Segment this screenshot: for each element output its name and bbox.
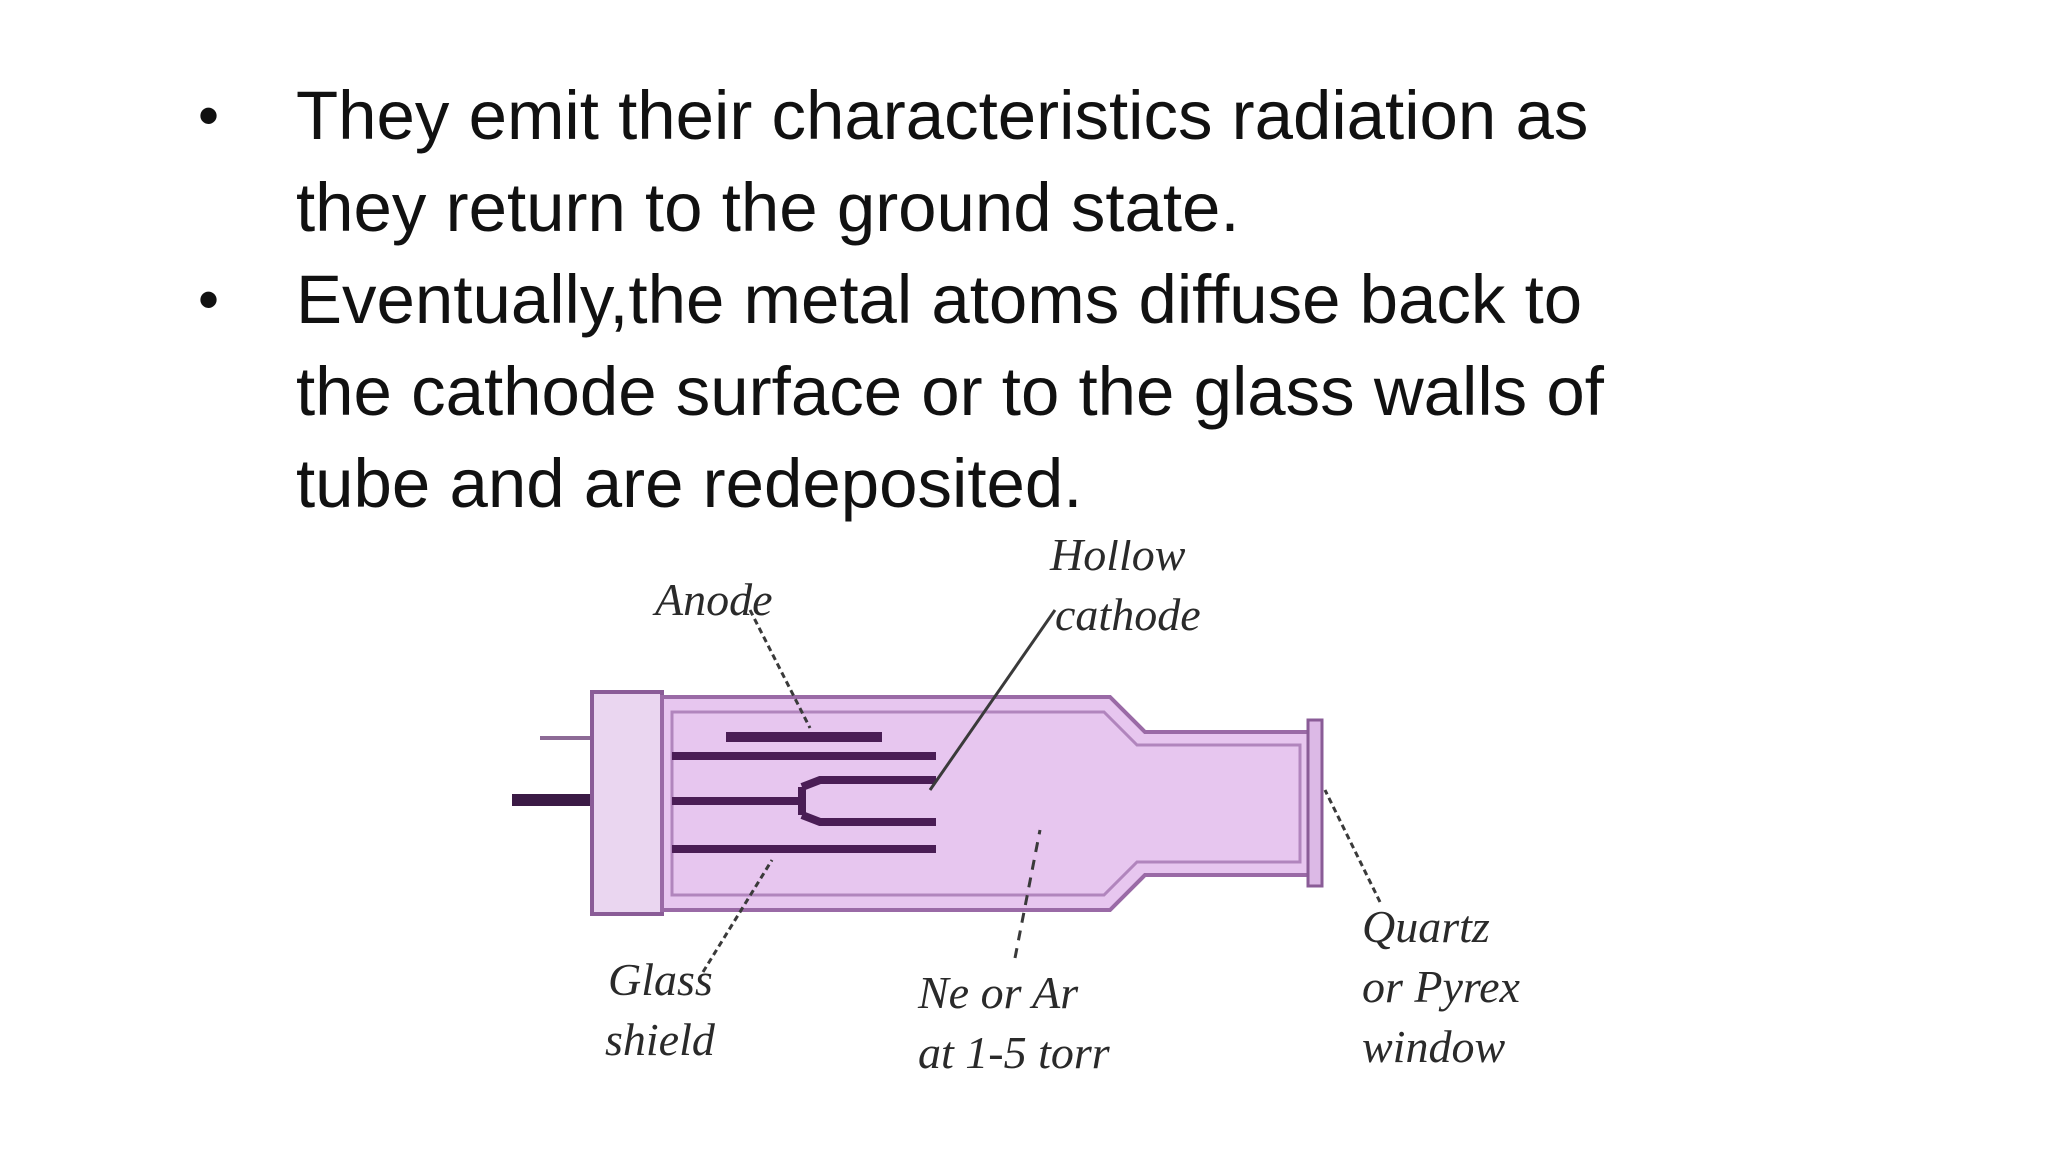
label-anode: Anode <box>652 574 773 625</box>
label-window-2: or Pyrex <box>1362 961 1521 1012</box>
label-hollow-2: cathode <box>1055 589 1201 640</box>
label-glass-1: Glass <box>608 954 713 1005</box>
bullet-item-2: • Eventually,the metal atoms diffuse bac… <box>190 254 1750 530</box>
electrode-top <box>672 752 936 760</box>
bullet-item-1: • They emit their characteristics radiat… <box>190 70 1750 254</box>
label-gas-1: Ne or Ar <box>917 967 1079 1018</box>
glass-shield-leader <box>701 859 774 973</box>
bullet-2-line-1: Eventually,the metal atoms diffuse back … <box>296 261 1583 338</box>
bullet-1-line-2: they return to the ground state. <box>296 169 1240 246</box>
cathode-stem <box>672 797 802 805</box>
bullet-symbol: • <box>198 82 220 149</box>
bullet-2-line-2: the cathode surface or to the glass wall… <box>296 353 1604 430</box>
label-hollow-1: Hollow <box>1049 540 1186 580</box>
end-cap <box>590 690 664 916</box>
label-window-3: window <box>1362 1021 1505 1072</box>
window-leader <box>1323 789 1382 903</box>
lead-pin-main <box>512 794 592 806</box>
lamp-svg: Anode Hollow cathode Glass shield Ne or … <box>512 540 1521 1078</box>
anode-leader <box>748 609 812 729</box>
label-window-1: Quartz <box>1362 901 1490 952</box>
bullet-list: • They emit their characteristics radiat… <box>190 70 1750 530</box>
quartz-window <box>1306 718 1324 888</box>
label-glass-2: shield <box>605 1014 716 1065</box>
label-gas-2: at 1-5 torr <box>918 1027 1111 1078</box>
glass-shield <box>670 710 1302 897</box>
bullet-symbol: • <box>198 266 220 333</box>
lead-pin-upper <box>540 736 590 740</box>
electrode-bottom <box>672 845 936 853</box>
hollow-cathode-lamp-diagram: Anode Hollow cathode Glass shield Ne or … <box>500 540 1600 1100</box>
hollow-cathode-cup <box>798 776 936 826</box>
hollow-cathode-leader <box>928 609 1057 791</box>
gas-leader <box>1013 829 1042 959</box>
anode-bar <box>726 732 882 742</box>
bullet-1-line-1: They emit their characteristics radiatio… <box>296 77 1589 154</box>
bullet-2-line-3: tube and are redeposited. <box>296 445 1083 522</box>
